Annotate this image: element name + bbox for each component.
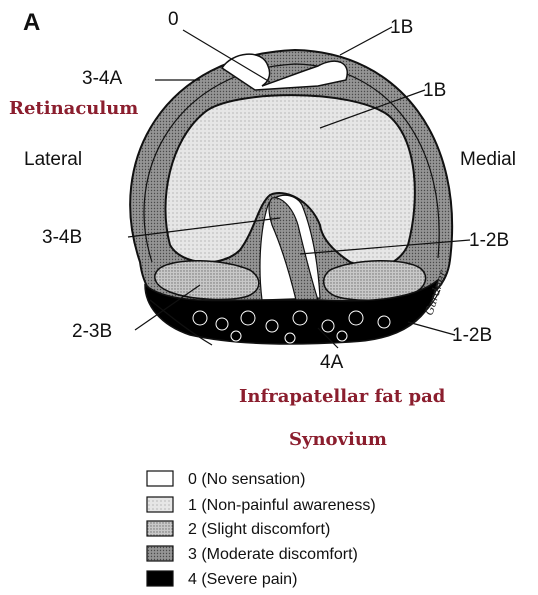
legend-swatch-1	[147, 497, 173, 512]
label-zero: 0	[168, 9, 179, 30]
label-3-4b: 3-4B	[42, 227, 82, 248]
label-1b-mid: 1B	[423, 80, 446, 101]
label-4a: 4A	[320, 352, 344, 373]
label-medial: Medial	[460, 149, 516, 170]
label-1-2b-lower: 1-2B	[452, 325, 492, 346]
legend: 0 (No sensation) 1 (Non-painful awarenes…	[147, 471, 376, 588]
legend-swatch-4	[147, 571, 173, 586]
legend-item-2: 2 (Slight discomfort)	[188, 521, 330, 538]
legend-item-0: 0 (No sensation)	[188, 471, 305, 488]
label-1-2b-right: 1-2B	[469, 230, 509, 251]
annotation-retinaculum: Retinaculum	[9, 98, 138, 119]
legend-item-1: 1 (Non-painful awareness)	[188, 497, 376, 514]
legend-item-3: 3 (Moderate discomfort)	[188, 546, 358, 563]
legend-swatch-3	[147, 546, 173, 561]
label-1b-top: 1B	[390, 17, 413, 38]
label-2-3b: 2-3B	[72, 321, 112, 342]
label-3-4a: 3-4A	[82, 68, 122, 89]
annotation-infrapatellar: Infrapatellar fat pad	[239, 386, 446, 407]
annotation-synovium: Synovium	[289, 429, 387, 450]
legend-swatch-2	[147, 521, 173, 536]
figure-letter: A	[23, 9, 40, 36]
legend-item-4: 4 (Severe pain)	[188, 571, 297, 588]
legend-swatch-0	[147, 471, 173, 486]
label-lateral: Lateral	[24, 149, 82, 170]
